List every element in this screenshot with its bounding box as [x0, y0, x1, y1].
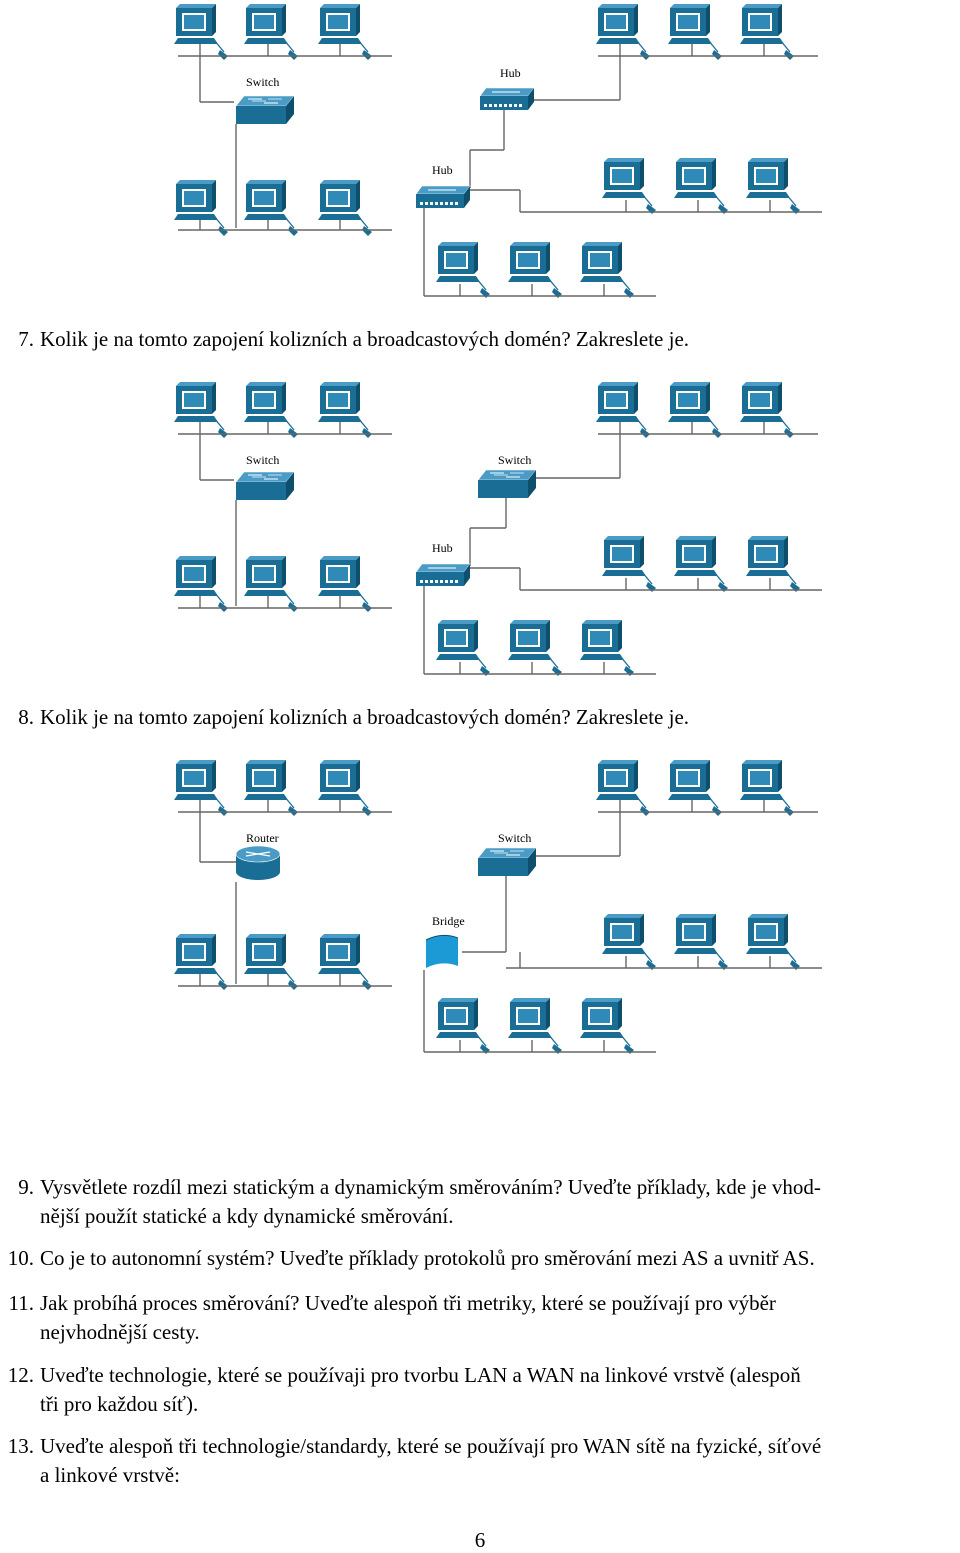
pc-icon — [173, 759, 229, 817]
pc-icon — [243, 555, 299, 613]
device-label: Hub — [432, 541, 453, 555]
pc-icon — [579, 619, 635, 677]
pc-icon — [667, 381, 723, 439]
network-diagram-1: Switch Hub Hub — [0, 0, 960, 320]
device-label: Switch — [246, 75, 279, 89]
question-number: 11. — [8, 1291, 34, 1315]
pc-icon — [243, 3, 299, 61]
pc-icon — [667, 759, 723, 817]
pc-icon — [173, 3, 229, 61]
switch-icon — [477, 469, 537, 499]
pc-icon — [667, 3, 723, 61]
pc-icon — [745, 157, 801, 215]
pc-icon — [579, 997, 635, 1055]
question-text-line1: Uveďte technologie, které se používaji p… — [40, 1363, 801, 1387]
pc-icon — [739, 3, 795, 61]
pc-icon — [673, 535, 729, 593]
question-text: Kolik je na tomto zapojení kolizních a b… — [40, 327, 690, 351]
pc-icon — [601, 535, 657, 593]
device-label: Bridge — [432, 914, 465, 928]
pc-icon — [739, 381, 795, 439]
hub-icon — [415, 185, 471, 209]
question-text-line1: Jak probíhá proces směrování? Uveďte ale… — [40, 1291, 776, 1315]
question-number: 10. — [7, 1246, 34, 1270]
pc-icon — [435, 241, 491, 299]
pc-icon — [317, 759, 373, 817]
switch-icon — [477, 847, 537, 877]
question-text-line1: Vysvětlete rozdíl mezi statickým a dynam… — [40, 1175, 821, 1199]
pc-icon — [317, 933, 373, 991]
question-text-line2: tři pro každou síť). — [40, 1392, 199, 1416]
device-label: Switch — [498, 453, 531, 467]
pc-icon — [507, 619, 563, 677]
pc-icon — [595, 3, 651, 61]
pc-icon — [595, 759, 651, 817]
device-label: Router — [246, 831, 279, 845]
pc-icon — [317, 381, 373, 439]
pc-icon — [507, 997, 563, 1055]
device-label: Hub — [500, 66, 521, 80]
pc-icon — [601, 157, 657, 215]
question-text: Co je to autonomní systém? Uveďte příkla… — [40, 1246, 815, 1270]
question-9: 9. Vysvětlete rozdíl mezi statickým a dy… — [0, 1173, 960, 1233]
switch-icon — [235, 471, 295, 501]
question-number: 7. — [18, 327, 34, 351]
pc-icon — [579, 241, 635, 299]
pc-icon — [595, 381, 651, 439]
question-number: 8. — [18, 705, 34, 729]
network-diagram-2: Switch Switch Hub — [0, 378, 960, 698]
pc-icon — [745, 535, 801, 593]
switch-icon — [235, 95, 295, 125]
question-text-line2: nější použít statické a kdy dynamické sm… — [40, 1204, 454, 1228]
hub-icon — [415, 563, 471, 587]
bridge-icon — [425, 934, 459, 969]
page-number: 6 — [474, 1528, 486, 1552]
pc-icon — [435, 619, 491, 677]
question-text-line2: a linkové vrstvě: — [40, 1463, 180, 1487]
pc-icon — [317, 3, 373, 61]
pc-icon — [243, 759, 299, 817]
pc-icon — [243, 381, 299, 439]
pc-icon — [435, 997, 491, 1055]
pc-icon — [173, 933, 229, 991]
question-number: 13. — [7, 1434, 34, 1458]
pc-icon — [173, 381, 229, 439]
pc-icon — [317, 555, 373, 613]
pc-icon — [507, 241, 563, 299]
question-text: Kolik je na tomto zapojení kolizních a b… — [40, 705, 690, 729]
pc-icon — [673, 913, 729, 971]
device-label: Switch — [498, 831, 531, 845]
question-text-line1: Uveďte alespoň tři technologie/standardy… — [40, 1434, 822, 1458]
device-label: Hub — [432, 163, 453, 177]
pc-icon — [673, 157, 729, 215]
network-diagram-3: Router Switch Bridge — [0, 756, 960, 1076]
hub-icon — [479, 87, 535, 111]
question-text-line2: nejvhodnější cesty. — [40, 1320, 200, 1344]
pc-icon — [173, 555, 229, 613]
pc-icon — [173, 179, 229, 237]
pc-icon — [739, 759, 795, 817]
pc-icon — [745, 913, 801, 971]
question-number: 12. — [7, 1363, 34, 1387]
question-number: 9. — [18, 1175, 34, 1199]
router-icon — [235, 845, 281, 881]
pc-icon — [243, 933, 299, 991]
pc-icon — [243, 179, 299, 237]
device-label: Switch — [246, 453, 279, 467]
pc-icon — [317, 179, 373, 237]
pc-icon — [601, 913, 657, 971]
